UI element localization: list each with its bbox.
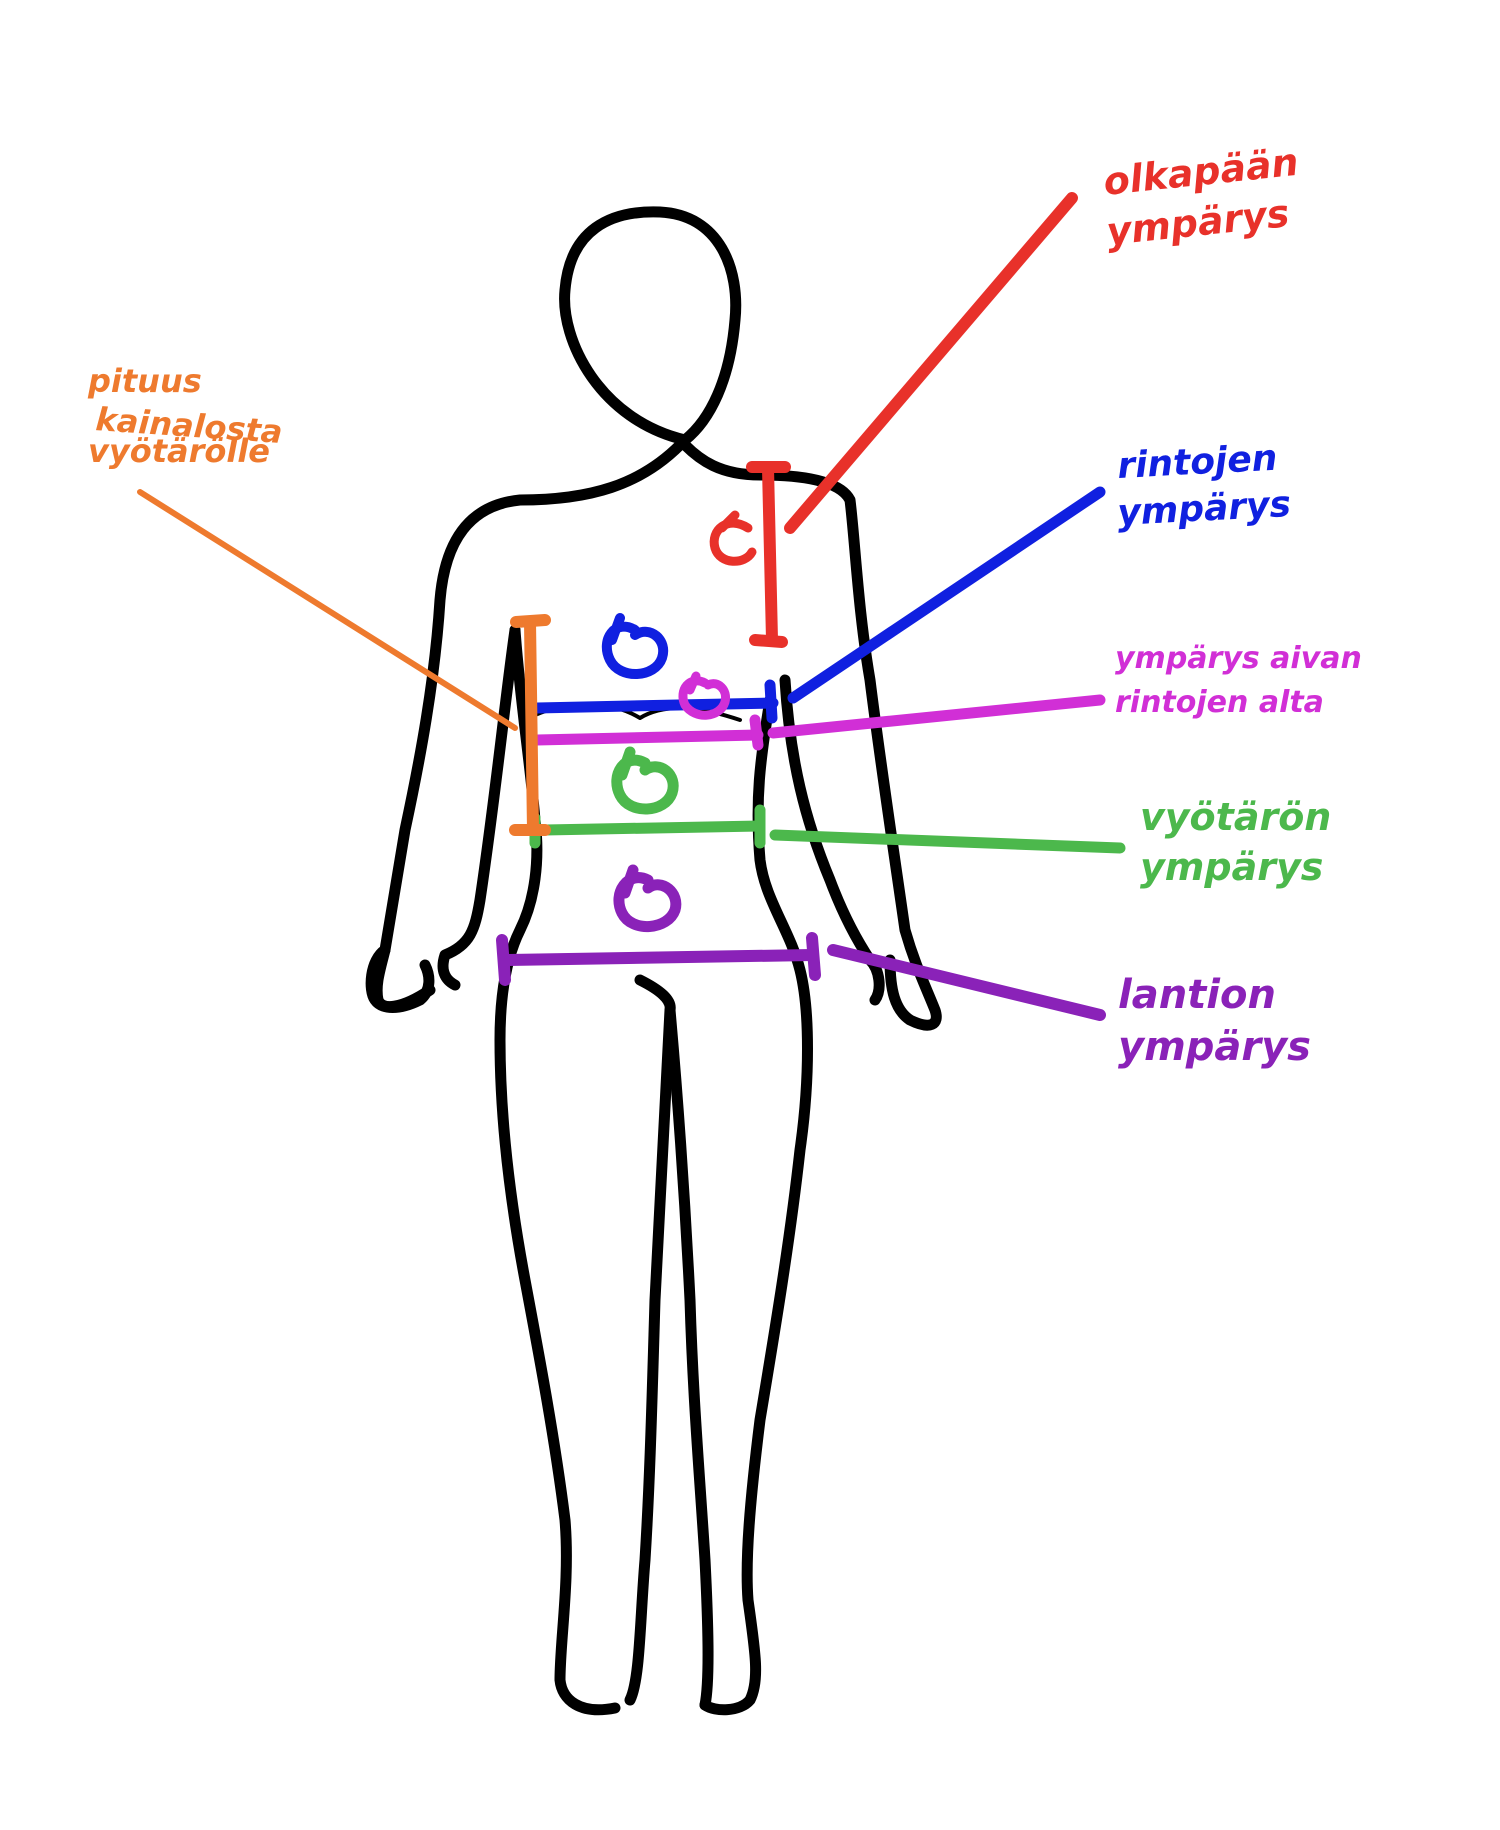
shoulder-measure: [709, 192, 1078, 648]
torso-right-side: [699, 694, 813, 1716]
leg-inner-right: [664, 1004, 714, 1711]
length-bar: [524, 616, 539, 836]
hip-pointer: [827, 944, 1106, 1021]
length-measure: [137, 489, 551, 836]
shoulder-label: olkapään ympärys: [1101, 140, 1300, 254]
leg-inner-left: [624, 974, 676, 1706]
left-hand-outline: [365, 944, 435, 1013]
underbust-measure: [531, 671, 1106, 751]
hip-label-line2: ympärys: [1118, 1024, 1311, 1070]
underbust-pointer: [767, 694, 1106, 739]
waist-label: vyötärön ympärys: [1140, 795, 1331, 889]
length-pointer: [137, 489, 518, 731]
waist-pointer: [769, 829, 1126, 854]
length-label-line3: vyötärölle: [88, 432, 270, 470]
waist-label-line1: vyötärön: [1140, 795, 1331, 839]
waist-bar: [539, 820, 766, 836]
waist-measure: [529, 746, 1126, 854]
torso-left-side: [494, 624, 621, 1716]
hip-label-line1: lantion: [1118, 972, 1276, 1018]
circular-arrow-icon: [611, 746, 679, 815]
underbust-cap-right: [749, 714, 764, 751]
shoulder-pointer: [784, 192, 1078, 534]
underbust-label-line2: rintojen alta: [1115, 685, 1324, 720]
length-label-line1: pituus: [87, 362, 202, 400]
length-label: pituus kainalosta vyötärölle: [87, 362, 284, 470]
underbust-label-line1: ympärys aivan: [1115, 641, 1362, 676]
bust-pointer: [787, 486, 1106, 704]
hip-measure: [496, 864, 1106, 1021]
hip-cap-left: [496, 934, 511, 986]
bust-cap-right: [764, 679, 778, 724]
shoulder-bar: [762, 462, 778, 646]
bust-label: rintojen ympärys: [1116, 438, 1292, 534]
length-cap-top: [510, 614, 551, 628]
bust-measure: [531, 486, 1106, 724]
hip-cap-right: [806, 932, 821, 981]
shoulder-cap-bottom: [749, 634, 788, 648]
underbust-bar: [531, 729, 764, 746]
right-arm-inner: [779, 674, 885, 1006]
hip-bar: [499, 949, 818, 966]
underbust-label: ympärys aivan rintojen alta: [1115, 641, 1362, 720]
circular-arrow-icon: [709, 510, 757, 566]
right-shoulder-outline: [679, 439, 942, 1031]
bust-label-line1: rintojen: [1116, 438, 1278, 487]
bust-label-line2: ympärys: [1116, 484, 1292, 534]
torso-left-outline: [371, 439, 686, 1013]
left-arm-inner: [437, 624, 521, 991]
circular-arrow-icon: [601, 613, 669, 679]
head-outline: [559, 206, 742, 446]
circular-arrow-icon: [678, 671, 731, 720]
circular-arrow-icon: [613, 864, 682, 933]
bust-bar: [531, 697, 779, 714]
hip-label: lantion ympärys: [1118, 972, 1311, 1070]
waist-label-line2: ympärys: [1140, 845, 1323, 889]
